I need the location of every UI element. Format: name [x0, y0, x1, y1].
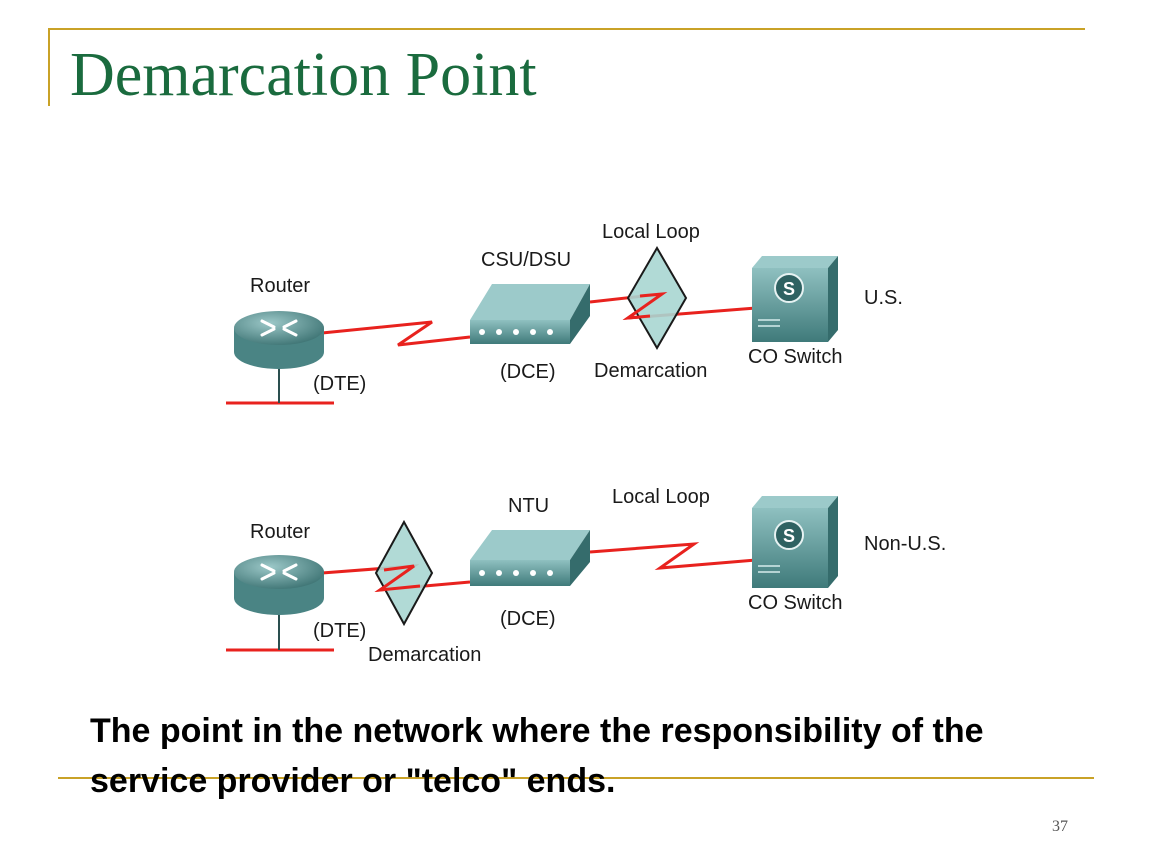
non-us-dce-label: (DCE) — [500, 608, 556, 630]
us-router-label: Router — [250, 275, 310, 297]
us-switch-letter: S — [783, 279, 795, 299]
non-us-router-label: Router — [250, 521, 310, 543]
non-us-demarcation-label: Demarcation — [368, 644, 481, 666]
slide-title: Demarcation Point — [70, 41, 537, 109]
non-us-router-icon — [234, 555, 324, 615]
left-rule — [48, 28, 50, 106]
us-diagram: S Router (DTE) CSU/DSU (DCE) Local Loop … — [226, 221, 903, 405]
non-us-region-label: Non-U.S. — [864, 533, 946, 555]
non-us-local-loop-label: Local Loop — [612, 486, 710, 508]
us-router-icon — [234, 311, 324, 369]
non-us-co-switch-icon: S — [752, 496, 838, 588]
us-serial-link — [321, 320, 471, 347]
non-us-local-loop-link — [589, 542, 757, 570]
non-us-ntu-icon — [470, 530, 590, 586]
non-us-device-label: NTU — [508, 495, 549, 517]
top-rule — [48, 28, 1085, 30]
non-us-switch-letter: S — [783, 526, 795, 546]
us-region-label: U.S. — [864, 287, 903, 309]
us-co-switch-icon: S — [752, 256, 838, 342]
us-dte-label: (DTE) — [313, 373, 366, 395]
page-number: 37 — [1052, 818, 1068, 835]
non-us-dte-label: (DTE) — [313, 620, 366, 642]
us-co-switch-label: CO Switch — [748, 346, 842, 368]
non-us-diagram: S Router (DTE) NTU (DCE) Local Loop Dema… — [226, 486, 946, 666]
us-demarcation-label: Demarcation — [594, 360, 707, 382]
non-us-co-switch-label: CO Switch — [748, 592, 842, 614]
us-device-label: CSU/DSU — [481, 249, 571, 271]
us-dce-label: (DCE) — [500, 361, 556, 383]
non-us-serial-zig — [374, 564, 421, 593]
bottom-rule — [58, 777, 1094, 779]
slide-caption: The point in the network where the respo… — [90, 712, 984, 800]
us-local-loop-zig — [622, 291, 668, 321]
us-csu-dsu-icon — [470, 284, 590, 344]
us-local-loop-label: Local Loop — [602, 221, 700, 243]
